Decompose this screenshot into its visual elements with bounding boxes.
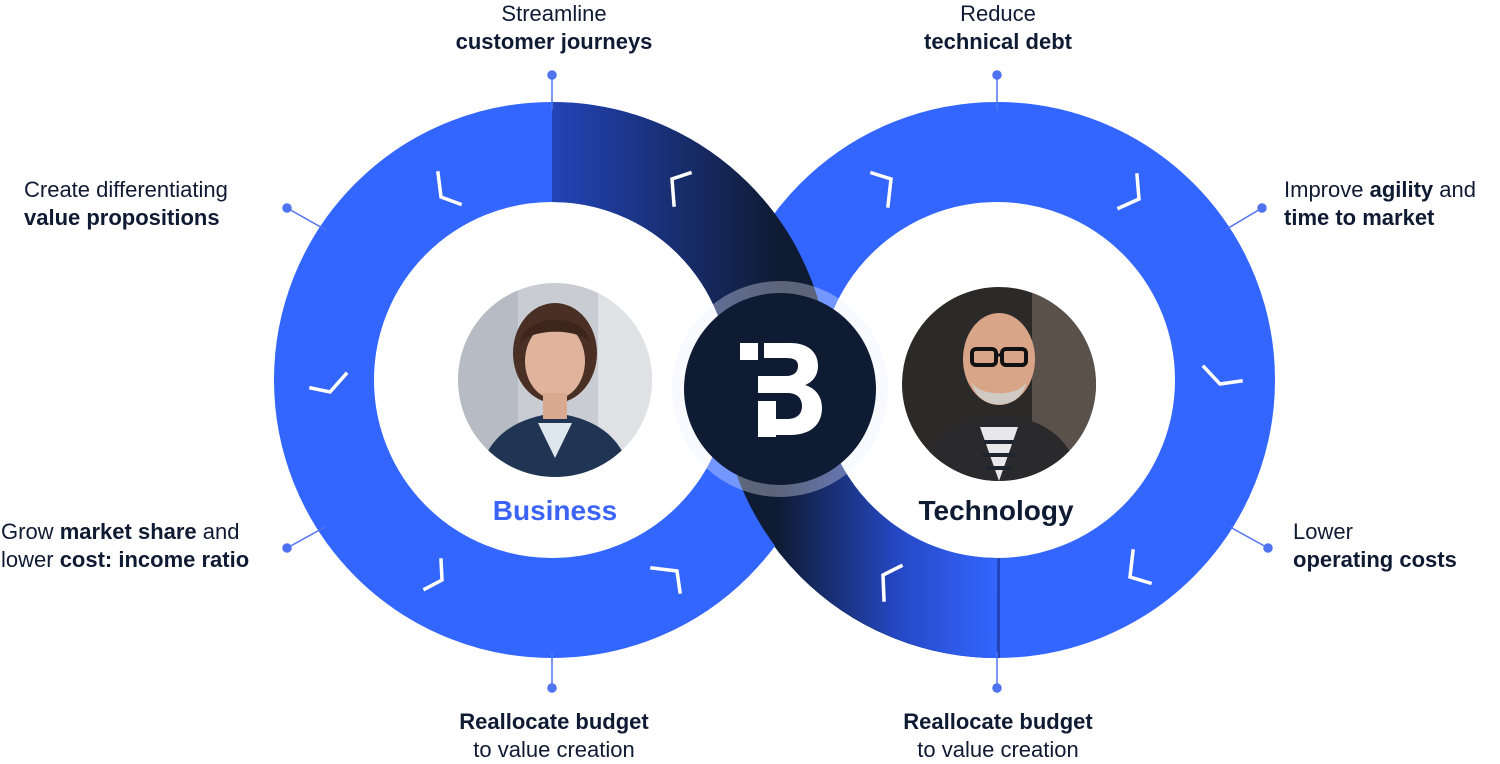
arrow-chevron-icon	[1116, 173, 1141, 211]
callout-line: Create differentiating	[24, 177, 228, 202]
businesswoman-portrait-icon	[458, 283, 652, 477]
arrow-chevron-icon	[1128, 549, 1153, 586]
connector-line	[286, 207, 327, 231]
arrow-chevron-icon	[670, 170, 693, 207]
callout-line-bold: customer journeys	[455, 29, 653, 54]
callout-reallocate-business: Reallocate budget to value creation	[459, 708, 648, 764]
connector-dot	[282, 203, 292, 213]
callout-line-bold: time to market	[1284, 205, 1435, 230]
connector-dot	[1263, 543, 1273, 553]
callout-line-bold: Reallocate budget	[459, 709, 649, 734]
callout-line-bold: value propositions	[24, 205, 220, 230]
technology-label: Technology	[918, 495, 1074, 526]
connector-dot	[1257, 203, 1267, 213]
callout-reduce-debt: Reduce technical debt	[924, 0, 1072, 56]
connector-dot	[992, 683, 1002, 693]
business-portrait	[458, 283, 652, 477]
callout-reallocate-technology: Reallocate budget to value creation	[903, 708, 1092, 764]
connector-line	[1229, 526, 1269, 549]
connector-dot	[547, 70, 557, 80]
arrow-chevron-icon	[869, 170, 893, 208]
man-with-glasses-portrait-icon	[902, 287, 1096, 481]
technology-portrait	[902, 287, 1096, 481]
arrow-chevron-icon	[650, 566, 682, 594]
callout-line: to value creation	[917, 737, 1079, 762]
callout-line: to value creation	[473, 737, 635, 762]
callout-line-bold: operating costs	[1293, 547, 1457, 572]
callout-operating-costs: Lower operating costs	[1293, 518, 1457, 574]
arrow-chevron-icon	[1201, 364, 1243, 386]
business-label: Business	[492, 495, 618, 526]
callout-line: Streamline	[501, 1, 607, 26]
callout-value-propositions: Create differentiating value proposition…	[24, 176, 228, 232]
callout-line: lower cost: income ratio	[1, 547, 250, 572]
b-logo-icon	[740, 343, 822, 437]
arrow-chevron-icon	[422, 558, 444, 592]
connector-line	[286, 526, 326, 549]
connector-dot	[282, 543, 292, 553]
arrow-chevron-icon	[308, 371, 349, 394]
callout-line-bold: technical debt	[924, 29, 1072, 54]
connector-dot	[547, 683, 557, 693]
callout-line: Lower	[1293, 519, 1353, 544]
callout-streamline: Streamline customer journeys	[456, 0, 653, 56]
callout-line-bold: Reallocate budget	[903, 709, 1093, 734]
callout-line: Grow market share and	[1, 519, 240, 544]
callout-market-share: Grow market share and lower cost: income…	[1, 518, 249, 574]
callout-line: Improve agility and	[1284, 177, 1476, 202]
callout-line: Reduce	[960, 1, 1036, 26]
callout-agility: Improve agility and time to market	[1284, 176, 1476, 232]
connector-line	[1224, 207, 1263, 231]
connector-dot	[992, 70, 1002, 80]
arrow-chevron-icon	[436, 171, 463, 207]
arrow-chevron-icon	[881, 563, 904, 602]
